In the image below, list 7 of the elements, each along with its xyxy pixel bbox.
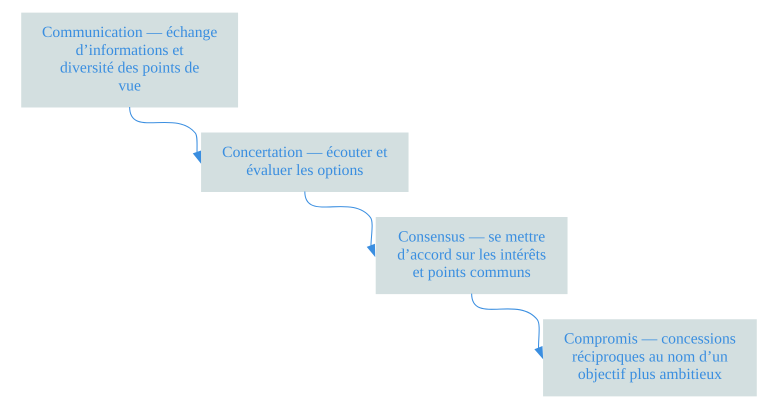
node-box: Consensus — se mettre d’accord sur les intérêts et points communs bbox=[376, 216, 568, 294]
node-box: Concertation — écouter et évaluer les options bbox=[201, 132, 409, 192]
arrow bbox=[471, 293, 544, 359]
node-box: Compromis — concessions réciproques au nom d’un objectif plus ambitieux bbox=[543, 318, 757, 396]
arrow bbox=[304, 190, 376, 257]
node-box: Communication — échange d’informations et diversité des points de vue bbox=[21, 12, 238, 108]
arrow bbox=[129, 106, 202, 164]
